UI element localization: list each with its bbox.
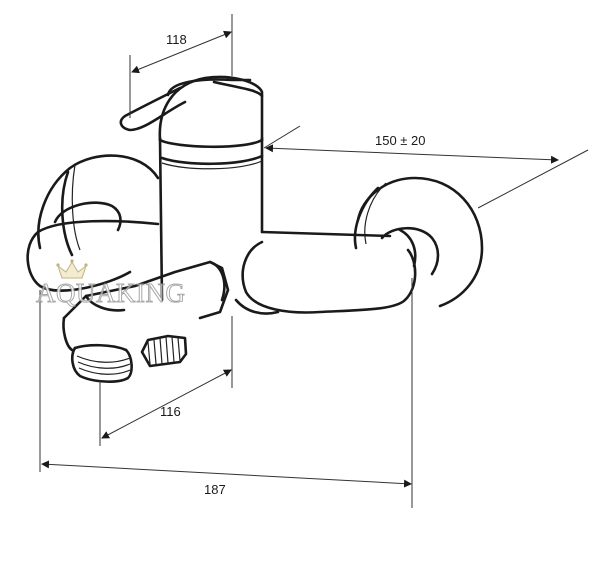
- watermark-brand: AQUAKING: [36, 278, 185, 308]
- dim-150-label: 150 ± 20: [375, 133, 426, 148]
- crown-icon: [56, 259, 88, 279]
- dim-187-label: 187: [204, 482, 226, 497]
- dim-150: 150 ± 20: [263, 125, 589, 209]
- spout: [62, 260, 230, 352]
- left-wall-flange: [37, 154, 160, 257]
- faucet-body: [158, 136, 264, 302]
- right-wall-flange: [353, 176, 484, 308]
- dim-187: 187: [39, 278, 413, 508]
- lever-handle: [119, 75, 264, 142]
- dim-118: 118: [129, 14, 233, 118]
- right-inlet-arm: [241, 240, 417, 314]
- cross-bar: [234, 230, 392, 315]
- dim-116-label: 116: [160, 404, 181, 419]
- dim-116: 116: [99, 316, 233, 446]
- dim-118-label: 118: [166, 32, 187, 47]
- watermark: AQUAKING: [36, 259, 185, 309]
- left-inlet-arm: [26, 219, 160, 292]
- aerator-outlet: [70, 343, 133, 383]
- diverter-knob: [140, 334, 188, 368]
